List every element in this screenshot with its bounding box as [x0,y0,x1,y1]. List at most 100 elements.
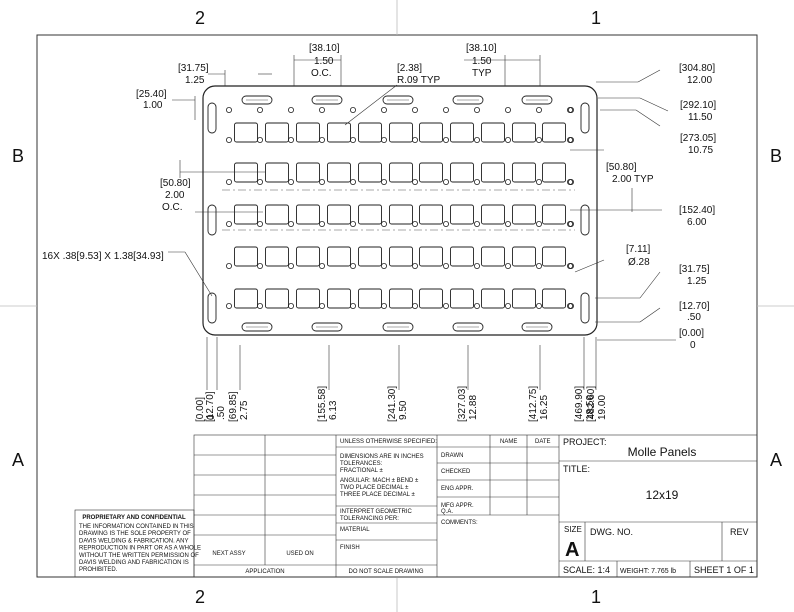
tb-date-header: DATE [535,439,551,445]
panel-features [207,95,590,332]
tb-tolerances: TOLERANCES: [340,461,383,467]
molle-pocket [358,246,382,267]
prop-line: THE INFORMATION CONTAINED IN THIS [79,524,194,530]
dim-text: 6.00 [687,217,707,228]
mounting-hole [318,262,325,269]
dim-text: [31.75] [178,63,209,74]
molle-pocket [481,122,505,143]
mounting-hole [568,302,575,309]
molle-pocket [234,162,258,183]
dim-text: 2.00 TYP [612,174,654,185]
molle-pocket [450,246,474,267]
mounting-hole [349,262,356,269]
dim-text: 1.00 [143,100,163,111]
mounting-slot [382,322,414,332]
prop-line: PROHIBITED. [79,567,118,573]
tb-comments: COMMENTS: [441,520,478,526]
mounting-hole [442,178,449,185]
tb-interpret: INTERPRET GEOMETRIC [340,509,413,515]
dim-text: Ø.28 [628,257,650,268]
dim-text: [25.40] [136,89,167,100]
mounting-hole [349,220,356,227]
zone-label: 1 [591,587,601,607]
mounting-hole [287,262,294,269]
tb-checked: CHECKED [441,469,471,475]
mounting-slot [207,204,217,236]
dim-text: .50 [687,312,701,323]
prop-line: DAVIS WELDING AND FABRICATION IS [79,560,189,566]
mounting-hole [318,136,325,143]
mounting-hole [536,178,543,185]
prop-line: WITHOUT THE WRITTEN PERMISSION OF [79,553,199,559]
mounting-hole [473,178,480,185]
molle-pocket [358,204,382,225]
tb-no-scale: DO NOT SCALE DRAWING [348,569,423,575]
panel-outline [202,85,598,336]
mounting-hole [225,178,232,185]
molle-pocket [389,122,413,143]
mounting-hole [287,178,294,185]
project-name: Molle Panels [628,445,697,459]
mounting-slot [580,204,590,236]
bottom-dim-mm: [482.60] [586,386,597,422]
dim-text: [304.80] [679,63,715,74]
dim-text: 1.50 [472,56,492,67]
mounting-slot [311,95,343,105]
mounting-hole [287,107,294,114]
bottom-dim-mm: [469.90] [574,386,585,422]
mounting-hole [504,302,511,309]
molle-pocket [389,288,413,309]
molle-pocket [358,162,382,183]
mounting-hole [536,136,543,143]
prop-line: DAVIS WELDING & FABRICATION. ANY [79,538,188,544]
tb-fractional: FRACTIONAL ± [340,468,383,474]
molle-pocket [296,204,320,225]
mounting-hole [411,302,418,309]
molle-pocket [542,122,566,143]
title-block [74,434,758,578]
mounting-hole [256,107,263,114]
mounting-hole [568,262,575,269]
tb-eng-appr: ENG APPR. [441,486,474,492]
molle-pocket [450,122,474,143]
mounting-hole [504,262,511,269]
mounting-hole [473,220,480,227]
bottom-dim-in: .50 [216,406,227,420]
molle-pocket [327,204,351,225]
dim-text: 1.25 [687,276,707,287]
molle-pocket [542,204,566,225]
molle-pocket [512,246,536,267]
tb-dwg-no: DWG. NO. [590,527,633,537]
molle-pocket [542,246,566,267]
mounting-hole [380,178,387,185]
mounting-hole [442,136,449,143]
mounting-hole [287,220,294,227]
mounting-hole [349,136,356,143]
prop-line: REPRODUCTION IN PART OR AS A WHOLE [79,546,201,552]
molle-pocket [450,162,474,183]
drawing-title: 12x19 [646,488,679,502]
tb-qa: Q.A. [441,509,453,515]
dim-text: [152.40] [679,205,715,216]
molle-pocket [419,246,443,267]
molle-pocket [419,122,443,143]
tb-rev: REV [730,527,749,537]
mounting-hole [287,136,294,143]
molle-pocket [542,162,566,183]
mounting-hole [411,107,418,114]
mounting-hole [504,136,511,143]
mounting-hole [225,302,232,309]
bottom-dim-in: 18.50 [585,395,596,420]
dim-text: [292.10] [680,100,716,111]
molle-pocket [358,288,382,309]
tb-two-place: TWO PLACE DECIMAL ± [340,485,409,491]
molle-pocket [265,122,289,143]
mounting-hole [442,107,449,114]
molle-pocket [512,162,536,183]
tb-drawn: DRAWN [441,453,463,459]
mounting-slot [521,95,553,105]
dim-text: 12.00 [687,75,712,86]
mounting-hole [225,220,232,227]
tb-project-label: PROJECT: [563,437,607,447]
molle-pocket [234,288,258,309]
